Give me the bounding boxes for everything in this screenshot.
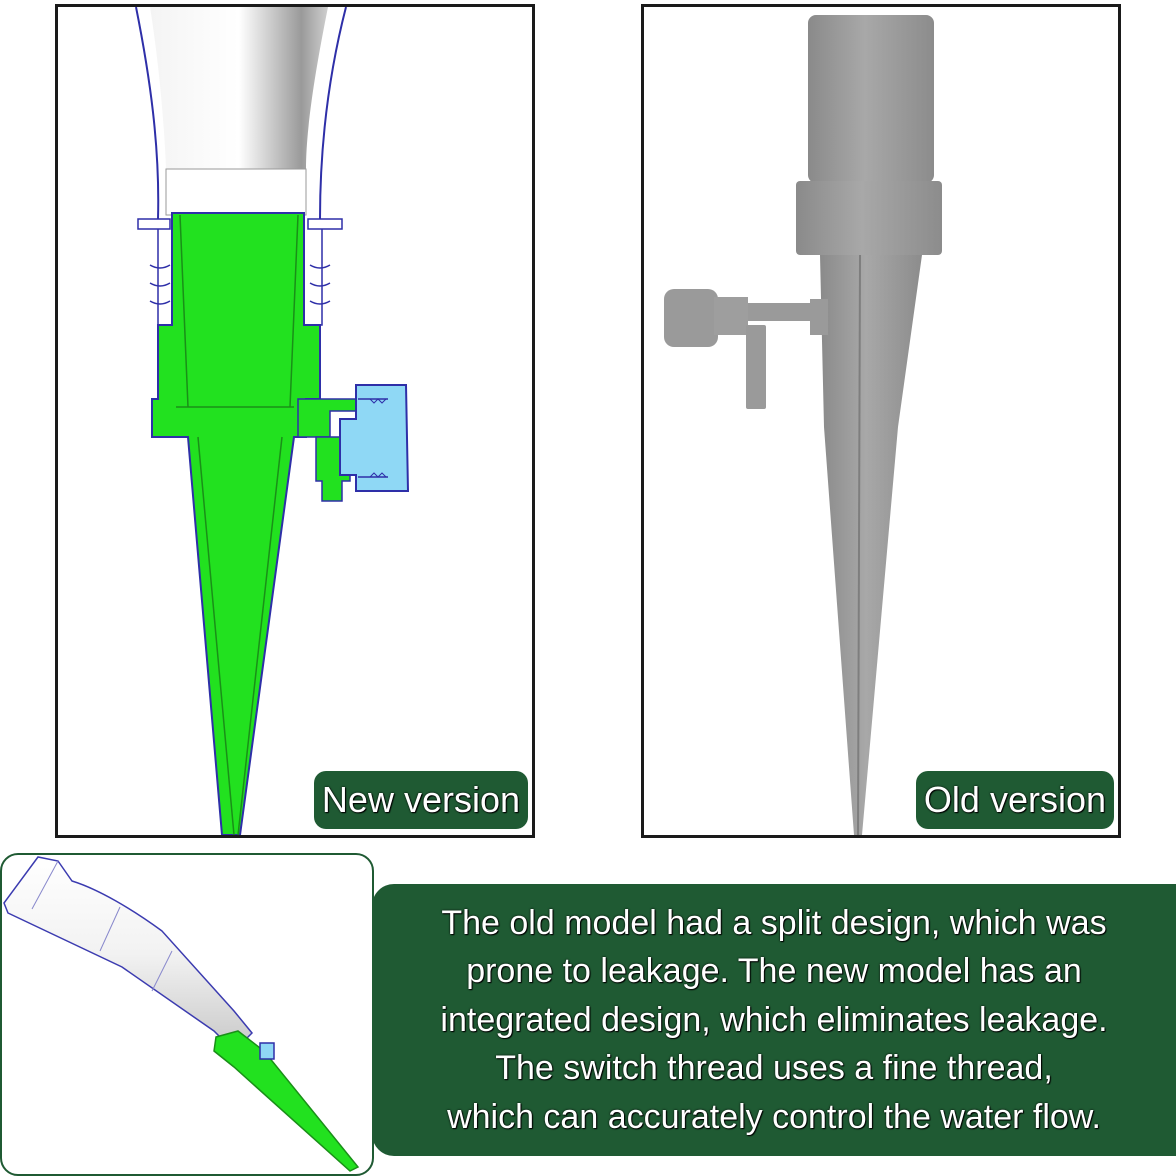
new-version-panel: New version [55, 4, 535, 838]
bottle-with-spike-drawing [3, 856, 360, 1172]
caption-line: integrated design, which eliminates leak… [440, 1000, 1108, 1039]
new-version-badge: New version [313, 771, 528, 829]
caption-line: which can accurately control the water f… [447, 1097, 1101, 1136]
caption-line: The switch thread uses a fine thread, [495, 1049, 1053, 1088]
caption-line: The old model had a split design, which … [441, 903, 1107, 942]
old-spike-drawing [664, 15, 942, 835]
caption-line: prone to leakage. The new model has an [466, 952, 1082, 991]
old-version-badge: Old version [915, 771, 1114, 829]
caption-box: The old model had a split design, which … [372, 884, 1176, 1156]
old-version-panel: Old version [641, 4, 1121, 838]
assembly-view-panel [0, 853, 374, 1176]
new-spike-cutaway-drawing [135, 7, 410, 835]
